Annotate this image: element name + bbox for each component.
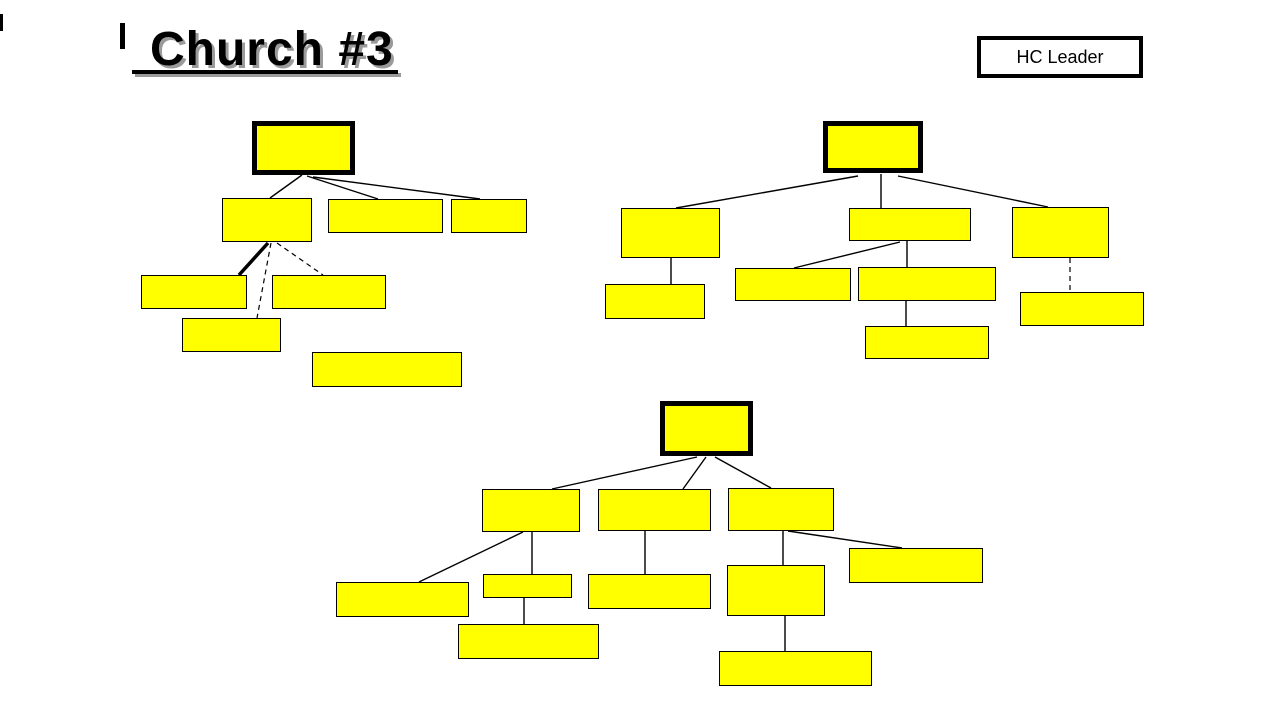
- member-box[interactable]: [598, 489, 711, 531]
- member-box[interactable]: [727, 565, 825, 616]
- left-edge-mark: [0, 14, 3, 31]
- member-box[interactable]: [605, 284, 705, 319]
- connector-thick: [237, 241, 270, 277]
- member-box[interactable]: [1020, 292, 1144, 326]
- member-box[interactable]: [849, 208, 971, 241]
- connector-solid: [714, 456, 772, 489]
- member-box[interactable]: [328, 199, 443, 233]
- title-underline: [132, 70, 398, 74]
- member-box[interactable]: [865, 326, 989, 359]
- member-box[interactable]: [482, 489, 580, 532]
- legend-box[interactable]: HC Leader: [977, 36, 1143, 78]
- connector-solid: [897, 175, 1049, 208]
- connector-solid: [675, 175, 859, 209]
- text-cursor: [120, 23, 125, 49]
- hc-leader-box[interactable]: [660, 401, 753, 456]
- connector-solid: [793, 241, 901, 269]
- member-box[interactable]: [735, 268, 851, 301]
- hc-leader-box[interactable]: [823, 121, 923, 173]
- member-box[interactable]: [182, 318, 281, 352]
- member-box[interactable]: [849, 548, 983, 583]
- member-box[interactable]: [336, 582, 469, 617]
- connector-solid: [312, 176, 481, 200]
- member-box[interactable]: [719, 651, 872, 686]
- member-box[interactable]: [272, 275, 386, 309]
- hc-leader-box[interactable]: [252, 121, 355, 175]
- connector-solid: [682, 456, 707, 490]
- member-box[interactable]: [483, 574, 572, 598]
- member-box[interactable]: [141, 275, 247, 309]
- connector-solid: [787, 530, 903, 549]
- member-box[interactable]: [588, 574, 711, 609]
- connector-dashed: [256, 242, 272, 319]
- connector-dashed: [276, 242, 324, 276]
- connector-solid: [306, 175, 379, 200]
- connector-solid: [269, 174, 303, 199]
- member-box[interactable]: [451, 199, 527, 233]
- member-box[interactable]: [858, 267, 996, 301]
- member-box[interactable]: [312, 352, 462, 387]
- member-box[interactable]: [728, 488, 834, 531]
- page-title: Church #3: [150, 23, 394, 76]
- member-box[interactable]: [1012, 207, 1109, 258]
- legend-label: HC Leader: [1016, 46, 1104, 67]
- member-box[interactable]: [621, 208, 720, 258]
- connector-solid: [551, 456, 698, 490]
- member-box[interactable]: [458, 624, 599, 659]
- member-box[interactable]: [222, 198, 312, 242]
